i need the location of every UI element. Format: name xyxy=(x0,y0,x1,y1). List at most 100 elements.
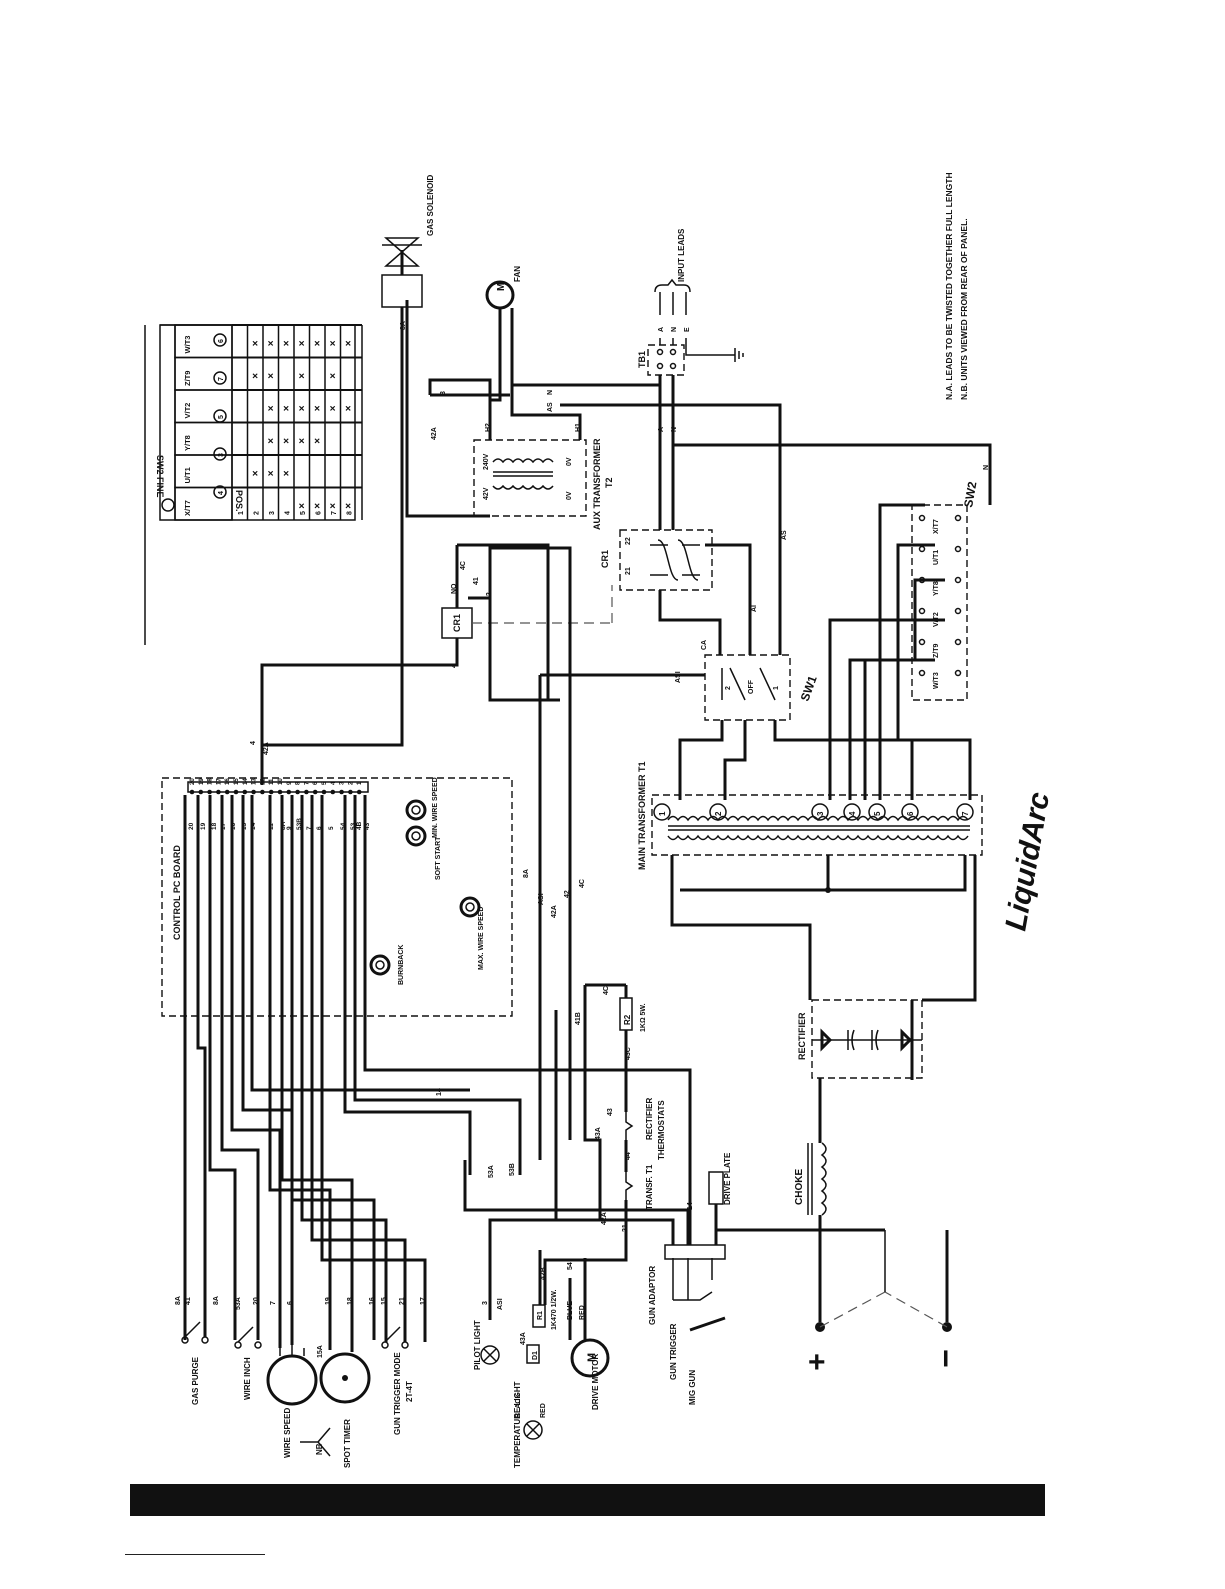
sw2-table-title: SW2 FINE xyxy=(155,455,165,498)
wire-ai: AI xyxy=(751,605,758,612)
wire-as: AS xyxy=(781,530,788,540)
nb-marker: NB xyxy=(300,1427,331,1457)
sw2-mark: × xyxy=(297,405,308,411)
wire-3-pl: 3 xyxy=(482,1301,489,1305)
sw2-mark: × xyxy=(313,340,324,346)
drive-plate-label: DRIVE PLATE xyxy=(723,1152,732,1205)
spot-timer-pot: SPOT TIMER 19 18 15A xyxy=(317,1297,371,1468)
gun-trigger-mode: GUN TRIGGER MODE 2T-4T 16 15 21 17 xyxy=(369,1297,427,1435)
choke: CHOKE xyxy=(794,1142,827,1216)
wire-3-top: 3 xyxy=(440,391,447,395)
sw2-mark: × xyxy=(266,438,277,444)
sw1: 2 OFF 1 SW1 CA ASI AI AS xyxy=(675,530,820,721)
spot-timer-label: SPOT TIMER xyxy=(343,1419,352,1468)
sw2-mark: × xyxy=(282,470,293,476)
gun-adaptor-label: GUN ADAPTOR xyxy=(648,1266,657,1325)
pc-pin-4: 4 xyxy=(331,781,337,785)
transformer-tap-2: 2 xyxy=(714,811,723,816)
pc-wire-20: 20 xyxy=(188,822,195,830)
sw2-pos-8: 8 xyxy=(347,511,354,515)
sw2-pos-5: 5 xyxy=(300,511,307,515)
red-label: RED xyxy=(540,1403,547,1418)
pc-pin-5: 5 xyxy=(322,781,328,785)
pc-wire-route xyxy=(363,795,692,1245)
minus-terminal: − xyxy=(928,1349,964,1368)
gun-trigger-mode-label: GUN TRIGGER MODE xyxy=(393,1352,402,1435)
liquidarc-logo: LiquidArc xyxy=(999,789,1056,933)
wire-42a-pc: 42A xyxy=(263,742,270,755)
pc-pin-16: 16 xyxy=(225,778,231,785)
sw2-pos-1: 1 xyxy=(238,511,245,515)
wire-4-pc: 4 xyxy=(250,741,257,745)
sw2-col-Y-T8: Y/T8 xyxy=(183,435,192,451)
wire-21-gt: 21 xyxy=(399,1297,406,1305)
sw2-col-W-T3: W/T3 xyxy=(183,336,192,354)
wire-43c: 43C xyxy=(625,1047,632,1060)
wire-8a-gp2: 8A xyxy=(213,1296,220,1305)
pc-wire-18: 18 xyxy=(211,822,218,830)
wire-8a-pc: 8A xyxy=(523,869,530,878)
bottom-rule xyxy=(125,1554,265,1555)
sw2-mark: × xyxy=(282,340,293,346)
pc-wire-7: 7 xyxy=(306,826,313,830)
sw2-pos-2: 2 xyxy=(254,511,261,515)
plus-terminal: + xyxy=(808,1346,826,1379)
sw2-mark: × xyxy=(313,503,324,509)
thermostats-label: THERMOSTATS xyxy=(657,1100,666,1160)
sw2-pos-3: 3 xyxy=(269,511,276,515)
r2-value: 1KΩ 5W. xyxy=(640,1003,647,1032)
motor-m-label: M xyxy=(586,1353,598,1362)
rectifier-thermo-label: RECTIFIER xyxy=(645,1098,654,1140)
main-transformer-label: MAIN TRANSFORMER T1 xyxy=(637,762,647,871)
wire-label-e-in: E xyxy=(684,327,691,332)
sw2-mark: × xyxy=(297,438,308,444)
pc-wire-route xyxy=(343,795,472,1175)
input-leads-label: INPUT LEADS xyxy=(677,228,686,282)
wire-15a: 15A xyxy=(317,1345,324,1358)
drive-motor-label: DRIVE MOTOR xyxy=(591,1353,600,1410)
wire-21-cr: 21 xyxy=(625,567,632,575)
pc-pin-9: 9 xyxy=(287,781,293,785)
pc-wire-route xyxy=(310,795,407,1342)
sw2-pos-header: POS. xyxy=(234,490,244,512)
pc-pin-15: 15 xyxy=(234,778,240,785)
sw2-mark: × xyxy=(297,503,308,509)
sw2-terminal-Y-T8: Y/T8 xyxy=(933,581,940,596)
wire-44: 44 xyxy=(625,1152,632,1160)
sw2-mark: × xyxy=(313,405,324,411)
gun-trigger-label: GUN TRIGGER xyxy=(669,1323,678,1380)
sw2-mark: × xyxy=(266,470,277,476)
transformer-tap-5: 5 xyxy=(873,811,882,816)
wire-speed-label: WIRE SPEED xyxy=(283,1408,292,1458)
wire-43: 43 xyxy=(607,1108,614,1116)
sw2-label: SW2 xyxy=(961,480,979,508)
sw2-mark: × xyxy=(344,405,355,411)
sw2-mark: × xyxy=(344,503,355,509)
sw2: X/T7U/T1Y/T8V/T2Z/T9W/T3 SW2 N xyxy=(911,465,990,701)
tb1-label: TB1 xyxy=(637,351,647,368)
wire-4c: 4C xyxy=(460,561,467,570)
wire-8a-gp: 8A xyxy=(175,1296,182,1305)
r2-label: R2 xyxy=(623,1014,632,1025)
cr1-contacts-label: CR1 xyxy=(600,550,610,568)
transformer-tap-4: 4 xyxy=(848,811,857,816)
wire-inch-label: WIRE INCH xyxy=(243,1357,252,1400)
wire-14: 14 xyxy=(436,1088,443,1096)
sw2-mark: × xyxy=(328,503,339,509)
wire-as-top: AS xyxy=(547,402,554,412)
wire-label-n-in: N xyxy=(671,327,678,332)
wire-ca: CA xyxy=(701,640,708,650)
pc-wire-route xyxy=(220,795,260,1340)
pc-pin-10: 10 xyxy=(278,778,284,785)
pc-pin-13: 13 xyxy=(252,778,258,785)
drive-plate: DRIVE PLATE xyxy=(708,1152,732,1205)
gun-adaptor: GUN ADAPTOR GUN TRIGGER MIG GUN xyxy=(648,1244,726,1405)
sw2-mark: × xyxy=(313,438,324,444)
pc-pin-2: 2 xyxy=(348,781,354,785)
pc-pin-6: 6 xyxy=(313,781,319,785)
sw2-terminal-W-T3: W/T3 xyxy=(933,672,940,689)
wire-no: NO xyxy=(451,583,458,594)
